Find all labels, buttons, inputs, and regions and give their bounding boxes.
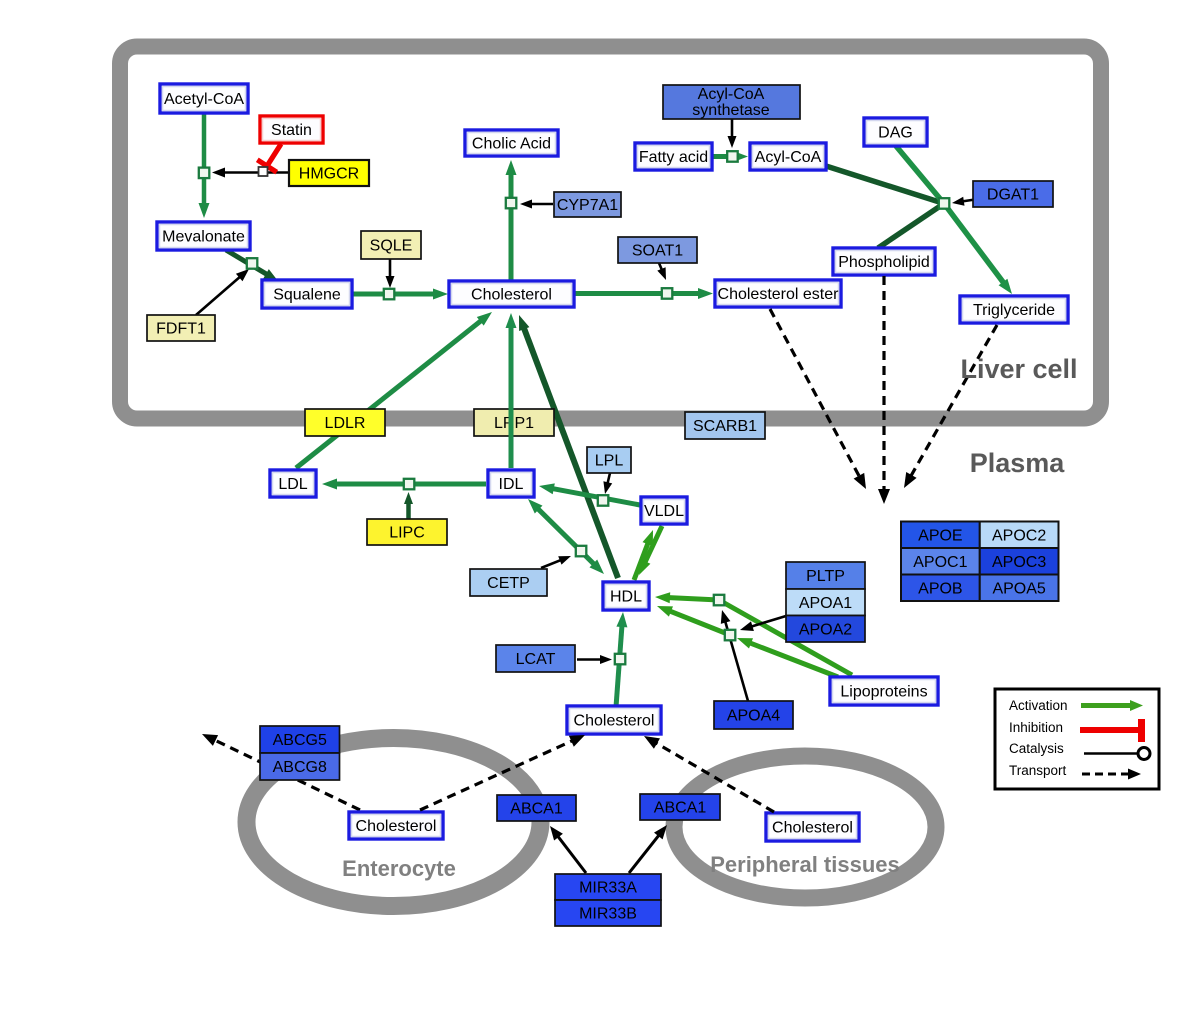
svg-text:LIPC: LIPC xyxy=(389,525,425,542)
svg-text:DAG: DAG xyxy=(878,125,913,142)
svg-text:ABCG5: ABCG5 xyxy=(273,732,327,749)
svg-text:LCAT: LCAT xyxy=(516,651,556,668)
svg-text:Plasma: Plasma xyxy=(970,448,1066,478)
svg-text:Catalysis: Catalysis xyxy=(1009,741,1064,756)
svg-text:APOA1: APOA1 xyxy=(799,595,852,612)
svg-text:Lipoproteins: Lipoproteins xyxy=(840,684,927,701)
svg-text:LDLR: LDLR xyxy=(325,415,366,432)
svg-text:ABCA1: ABCA1 xyxy=(510,801,563,818)
svg-text:VLDL: VLDL xyxy=(644,503,684,520)
svg-text:Phospholipid: Phospholipid xyxy=(838,254,930,271)
svg-text:SOAT1: SOAT1 xyxy=(632,243,683,260)
svg-text:ABCG8: ABCG8 xyxy=(273,759,327,776)
svg-text:APOA5: APOA5 xyxy=(992,580,1045,597)
svg-text:MIR33B: MIR33B xyxy=(579,906,637,923)
svg-text:APOB: APOB xyxy=(918,580,962,597)
svg-text:APOC3: APOC3 xyxy=(992,554,1046,571)
svg-text:SCARB1: SCARB1 xyxy=(693,418,757,435)
svg-text:Cholesterol: Cholesterol xyxy=(471,287,552,304)
svg-text:CYP7A1: CYP7A1 xyxy=(557,197,618,214)
svg-text:ABCA1: ABCA1 xyxy=(654,800,707,817)
svg-text:APOC1: APOC1 xyxy=(913,554,967,571)
svg-text:Peripheral tissues: Peripheral tissues xyxy=(710,852,900,877)
svg-text:Cholesterol: Cholesterol xyxy=(772,820,853,837)
svg-text:Cholic Acid: Cholic Acid xyxy=(472,136,551,153)
svg-text:APOE: APOE xyxy=(918,527,962,544)
svg-text:Cholesterol ester: Cholesterol ester xyxy=(718,286,840,303)
svg-text:Cholesterol: Cholesterol xyxy=(356,818,437,835)
svg-text:Mevalonate: Mevalonate xyxy=(162,229,245,246)
svg-text:LDL: LDL xyxy=(278,476,307,493)
svg-text:LPL: LPL xyxy=(595,453,624,470)
svg-text:Squalene: Squalene xyxy=(273,287,341,304)
svg-text:Acyl-CoA: Acyl-CoA xyxy=(698,86,765,103)
svg-text:Activation: Activation xyxy=(1009,698,1068,713)
svg-text:Triglyceride: Triglyceride xyxy=(973,302,1055,319)
svg-text:synthetase: synthetase xyxy=(692,102,769,119)
svg-text:MIR33A: MIR33A xyxy=(579,880,637,897)
svg-text:Acetyl-CoA: Acetyl-CoA xyxy=(164,91,244,108)
svg-text:Acyl-CoA: Acyl-CoA xyxy=(755,149,822,166)
svg-text:Transport: Transport xyxy=(1009,763,1067,778)
svg-text:LRP1: LRP1 xyxy=(494,415,534,432)
svg-text:APOA4: APOA4 xyxy=(727,708,780,725)
svg-text:SQLE: SQLE xyxy=(370,238,413,255)
svg-text:Cholesterol: Cholesterol xyxy=(574,713,655,730)
svg-text:APOC2: APOC2 xyxy=(992,527,1046,544)
svg-text:PLTP: PLTP xyxy=(806,568,845,585)
svg-text:Inhibition: Inhibition xyxy=(1009,720,1063,735)
svg-text:Enterocyte: Enterocyte xyxy=(342,856,456,881)
svg-text:HDL: HDL xyxy=(610,589,642,606)
svg-text:Statin: Statin xyxy=(271,122,312,139)
svg-text:Fatty acid: Fatty acid xyxy=(639,149,708,166)
svg-text:Liver cell: Liver cell xyxy=(960,354,1077,384)
svg-text:IDL: IDL xyxy=(499,476,524,493)
svg-text:APOA2: APOA2 xyxy=(799,621,852,638)
svg-text:FDFT1: FDFT1 xyxy=(156,321,206,338)
svg-text:DGAT1: DGAT1 xyxy=(987,187,1039,204)
svg-text:HMGCR: HMGCR xyxy=(299,166,359,183)
svg-text:CETP: CETP xyxy=(487,575,530,592)
